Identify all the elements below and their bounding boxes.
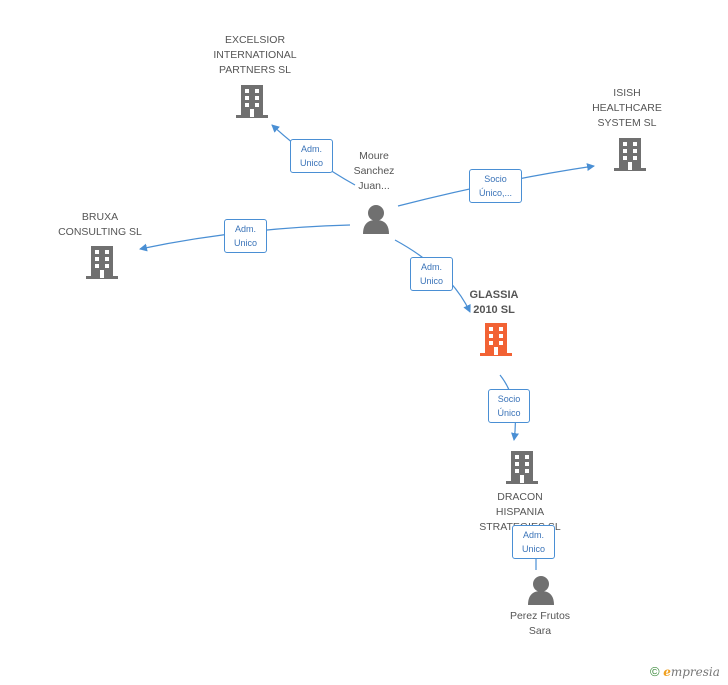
- building-icon[interactable]: [86, 246, 118, 279]
- node-label-bruxa[interactable]: BRUXA CONSULTING SL: [58, 211, 142, 238]
- node-label-glassia[interactable]: GLASSIA 2010 SL: [469, 289, 519, 316]
- building-icon[interactable]: [236, 85, 268, 118]
- edge-label-adm-unico[interactable]: Adm. Unico: [290, 139, 333, 173]
- edge-label-adm-unico[interactable]: Adm. Unico: [410, 257, 453, 291]
- edge-label-adm-unico[interactable]: Adm. Unico: [512, 525, 555, 559]
- brand-logo: empresia: [663, 665, 720, 679]
- edge-label-socio-unico[interactable]: Socio Único: [488, 389, 530, 423]
- node-label-isish[interactable]: ISISH HEALTHCARE SYSTEM SL: [592, 87, 662, 129]
- edge-label-adm-unico[interactable]: Adm. Unico: [224, 219, 267, 253]
- edge-label-socio-unico[interactable]: Socio Único,...: [469, 169, 522, 203]
- person-icon[interactable]: [363, 205, 389, 234]
- node-label-moure[interactable]: Moure Sanchez Juan...: [353, 150, 395, 192]
- copyright-icon: ©: [650, 664, 660, 679]
- node-label-excelsior[interactable]: EXCELSIOR INTERNATIONAL PARTNERS SL: [213, 34, 297, 76]
- building-icon[interactable]: [614, 138, 646, 171]
- node-label-perez[interactable]: Perez Frutos Sara: [509, 610, 571, 637]
- person-icon[interactable]: [528, 576, 554, 605]
- brand-footer: © empresia: [650, 664, 720, 679]
- building-icon[interactable]: [506, 451, 538, 484]
- building-icon[interactable]: [480, 323, 512, 356]
